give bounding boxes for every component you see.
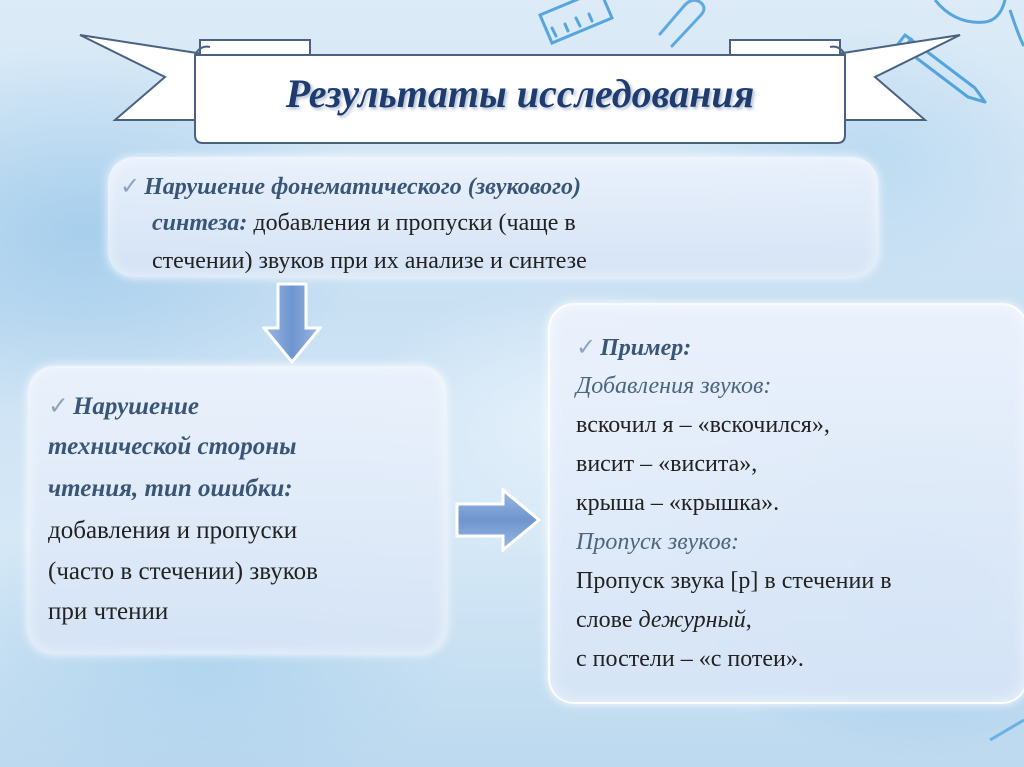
reading-text-line3: при чтении bbox=[48, 598, 438, 626]
down-arrow-icon bbox=[262, 282, 322, 364]
example-line3: крыша – «крышка». bbox=[576, 490, 779, 517]
corner-doodle-icon bbox=[990, 720, 1024, 740]
check-icon: ✓ bbox=[576, 335, 596, 361]
page-title: Результаты исследования bbox=[205, 70, 835, 117]
additions-subheading: Добавления звуков: bbox=[576, 373, 771, 400]
omission-text-line1: Пропуск звука [р] в стечении в bbox=[576, 568, 892, 595]
example-line1: вскочил я – «вскочился», bbox=[576, 412, 830, 439]
phonemic-heading-line1: ✓Нарушение фонематического (звукового) bbox=[120, 172, 581, 201]
omission-text-line2: слове дежурный, bbox=[576, 607, 752, 634]
example-line2: висит – «висита», bbox=[576, 451, 757, 478]
check-icon: ✓ bbox=[120, 174, 140, 200]
reading-heading-line2: технической стороны bbox=[48, 433, 438, 461]
reading-text-line1: добавления и пропуски bbox=[48, 517, 438, 545]
reading-text-line2: (часто в стечении) звуков bbox=[48, 558, 438, 586]
phonemic-line3: стечении) звуков при их анализе и синтез… bbox=[152, 248, 587, 275]
example-heading: ✓Пример: bbox=[576, 333, 691, 362]
reading-heading-line1: ✓Нарушение bbox=[48, 391, 438, 421]
phonemic-line2: синтеза: добавления и пропуски (чаще в bbox=[152, 210, 576, 237]
right-arrow-icon bbox=[455, 488, 541, 552]
reading-heading-line3: чтения, тип ошибки: bbox=[48, 475, 438, 503]
check-icon: ✓ bbox=[48, 393, 69, 420]
omission-text-line3: с постели – «с потеи». bbox=[576, 646, 804, 673]
omissions-subheading: Пропуск звуков: bbox=[576, 529, 739, 556]
